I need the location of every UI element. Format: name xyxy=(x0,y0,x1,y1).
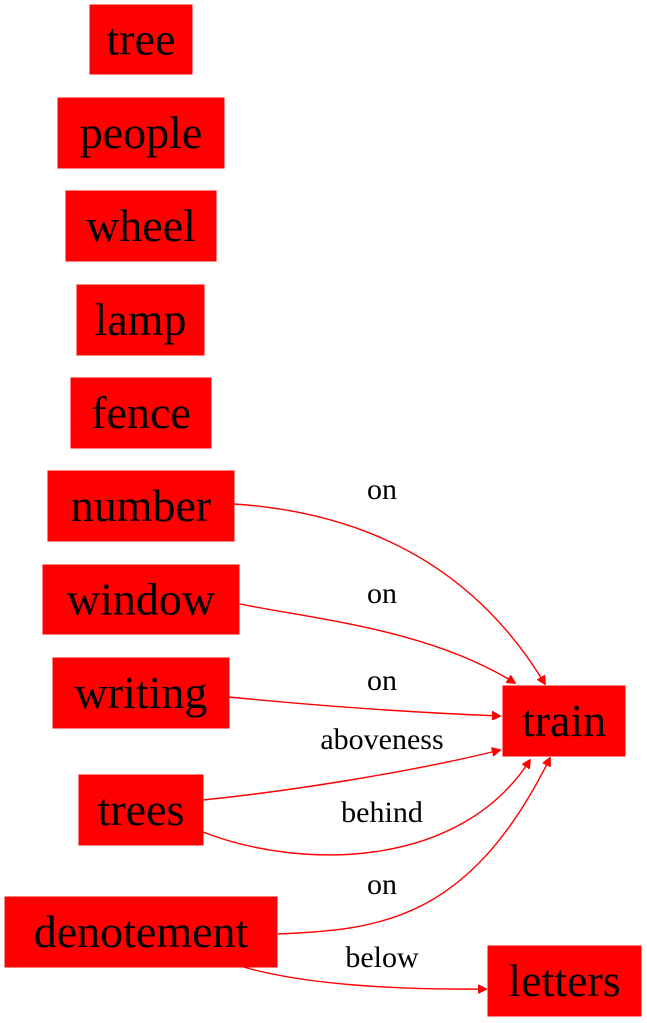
edge-label: on xyxy=(367,577,397,610)
edge-label: on xyxy=(367,664,397,697)
node-denotement: denotement xyxy=(4,896,278,968)
node-people: people xyxy=(57,97,225,169)
node-label: writing xyxy=(75,667,208,718)
edges-layer: on on on aboveness behind on below xyxy=(202,473,550,989)
node-label: denotement xyxy=(34,906,249,957)
node-label: trees xyxy=(98,784,185,835)
node-box xyxy=(78,774,204,846)
edge-arrow xyxy=(202,750,500,801)
node-box xyxy=(487,945,642,1017)
node-box xyxy=(65,190,217,262)
edge-arrow xyxy=(233,503,545,684)
edge-label: on xyxy=(367,868,397,901)
edge-arrow xyxy=(202,760,530,856)
node-box xyxy=(57,97,225,169)
edge-denotement-letters-6: below xyxy=(236,941,486,989)
edge-window-train-1: on xyxy=(239,577,515,683)
edge-arrow xyxy=(277,758,550,935)
node-letters: letters xyxy=(487,945,642,1017)
node-box xyxy=(47,470,235,542)
node-label: train xyxy=(522,695,606,746)
node-wheel: wheel xyxy=(65,190,217,262)
nodes-layer: tree people wheel lamp fence number window writ… xyxy=(4,4,642,1017)
edge-label: on xyxy=(367,473,397,506)
edge-arrow xyxy=(239,603,515,683)
node-label: lamp xyxy=(95,294,187,345)
edge-arrow xyxy=(228,696,500,716)
node-label: tree xyxy=(107,14,176,65)
node-number: number xyxy=(47,470,235,542)
node-label: window xyxy=(67,574,216,625)
node-trees: trees xyxy=(78,774,204,846)
node-box xyxy=(4,896,278,968)
node-tree: tree xyxy=(89,4,193,75)
node-writing: writing xyxy=(52,657,230,729)
node-label: number xyxy=(71,480,212,531)
edge-writing-train-2: on xyxy=(228,664,500,716)
node-train: train xyxy=(502,685,626,757)
edge-arrow xyxy=(236,964,486,989)
edge-label: behind xyxy=(341,796,423,829)
node-box xyxy=(52,657,230,729)
edge-label: aboveness xyxy=(320,723,443,756)
node-box xyxy=(42,564,240,635)
node-label: people xyxy=(80,107,203,158)
node-box xyxy=(76,284,205,356)
node-box xyxy=(502,685,626,757)
edge-trees-train-3: aboveness xyxy=(202,723,500,801)
node-label: wheel xyxy=(86,200,196,251)
edge-label: below xyxy=(345,941,419,974)
edge-denotement-train-5: on xyxy=(277,758,550,935)
node-box xyxy=(70,377,212,449)
node-label: letters xyxy=(508,955,620,1006)
node-lamp: lamp xyxy=(76,284,205,356)
node-fence: fence xyxy=(70,377,212,449)
node-label: fence xyxy=(91,387,191,438)
edge-trees-train-4: behind xyxy=(202,760,530,856)
node-window: window xyxy=(42,564,240,635)
edge-number-train-0: on xyxy=(233,473,545,684)
node-box xyxy=(89,4,193,75)
